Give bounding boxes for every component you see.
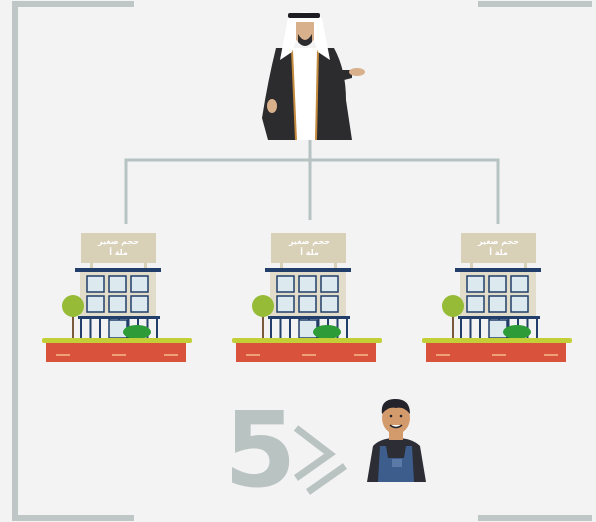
window (298, 275, 317, 293)
window (488, 295, 507, 313)
window (130, 275, 149, 293)
window (86, 295, 105, 313)
small-building-1 (42, 233, 192, 362)
grass-strip (232, 338, 382, 343)
bush-icon (313, 325, 341, 339)
building-sign-2-line2: ملة أ (300, 248, 319, 257)
door (108, 319, 128, 339)
building-sign-2: حجم صغير ملة أ (272, 236, 347, 258)
window (276, 295, 295, 313)
worker-icon (367, 398, 426, 482)
small-building-3 (422, 233, 572, 362)
grass-strip (422, 338, 572, 343)
window (298, 295, 317, 313)
window (320, 295, 339, 313)
bush-icon (503, 325, 531, 339)
building-sign-1: حجم صغير ملة أ (81, 236, 156, 258)
building-sign-1-line1: حجم صغير (97, 237, 140, 246)
connector-lines (124, 138, 500, 224)
building-sign-3-line1: حجم صغير (477, 237, 520, 246)
window (466, 275, 485, 293)
window (510, 295, 529, 313)
saudi-man-icon (262, 12, 365, 141)
building-sign-board (461, 233, 536, 263)
door (298, 319, 318, 339)
window (488, 275, 507, 293)
employee-threshold-number: 5 (224, 389, 297, 511)
soil-base (46, 343, 186, 362)
tree-icon (442, 295, 464, 317)
building-sign-board (81, 233, 156, 263)
grass-strip (42, 338, 192, 343)
window (276, 275, 295, 293)
window (510, 275, 529, 293)
window (86, 275, 105, 293)
window (108, 275, 127, 293)
building-sign-3-line2: ملة أ (489, 248, 508, 257)
window (466, 295, 485, 313)
small-building-2 (232, 233, 382, 362)
tree-icon (252, 295, 274, 317)
bush-icon (123, 325, 151, 339)
connector-branch (124, 158, 500, 224)
building-sign-3: حجم صغير ملة أ (461, 236, 536, 258)
door (488, 319, 508, 339)
building-sign-board (271, 233, 346, 263)
tree-icon (62, 295, 84, 317)
window (130, 295, 149, 313)
window (108, 295, 127, 313)
building-sign-2-line1: حجم صغير (288, 237, 331, 246)
greater-than-or-equal-icon (293, 425, 348, 495)
window (320, 275, 339, 293)
frame (12, 1, 592, 521)
frame-top-left (12, 1, 134, 521)
building-sign-1-line2: ملة أ (109, 248, 128, 257)
soil-base (426, 343, 566, 362)
soil-base (236, 343, 376, 362)
